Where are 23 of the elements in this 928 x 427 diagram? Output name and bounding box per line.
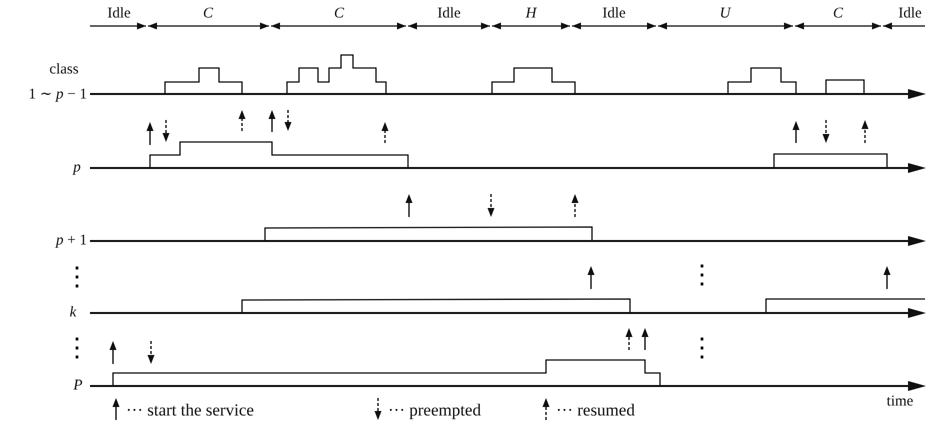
period-label: Idle bbox=[107, 6, 131, 22]
legend-text: ··· preempted bbox=[388, 402, 481, 418]
period-label: U bbox=[720, 6, 730, 22]
legend-text: ··· start the service bbox=[126, 402, 254, 418]
period-label: Idle bbox=[437, 6, 461, 22]
period-label: C bbox=[833, 6, 843, 22]
row-label: 1 ∼ p − 1 bbox=[28, 88, 87, 102]
row-label: k bbox=[70, 306, 76, 320]
period-label: Idle bbox=[602, 6, 626, 22]
axis-label: time bbox=[886, 394, 914, 410]
ellipsis-dots: ⋮ bbox=[689, 335, 715, 361]
row-label: class bbox=[49, 62, 79, 78]
row-label: P bbox=[73, 378, 83, 394]
period-label: H bbox=[526, 6, 536, 22]
ellipsis-dots: ⋮ bbox=[64, 264, 90, 290]
ellipsis-dots: ⋮ bbox=[64, 335, 90, 361]
period-label: C bbox=[203, 6, 213, 22]
period-label: Idle bbox=[898, 6, 922, 22]
ellipsis-dots: ⋮ bbox=[689, 262, 715, 288]
period-label: C bbox=[334, 6, 344, 22]
row-label: p + 1 bbox=[56, 234, 87, 248]
legend-text: ··· resumed bbox=[556, 402, 635, 418]
row-label: p bbox=[73, 160, 81, 176]
